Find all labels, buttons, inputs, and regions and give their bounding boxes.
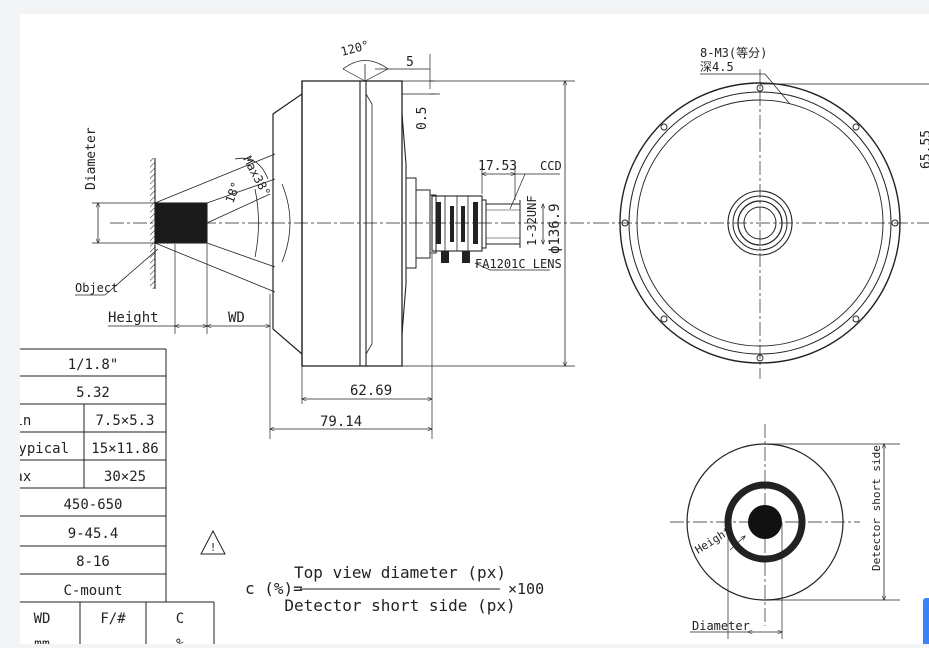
table-cell: 5.32 xyxy=(76,385,110,401)
table-cell: 7.5×5.3 xyxy=(95,413,154,429)
table-cell: C-mount xyxy=(63,583,122,599)
table-subheader: WD xyxy=(34,611,51,627)
formula-multiplier: ×100 xyxy=(508,580,544,598)
table-subheader: F/# xyxy=(100,611,126,627)
formula-denominator: Detector short side (px) xyxy=(284,596,515,615)
table-unit: % xyxy=(176,637,184,644)
detector-diameter-label: Diameter xyxy=(692,619,750,633)
thread-label: 1-32UNF xyxy=(525,195,539,246)
angle-max-label: Max38° xyxy=(240,154,273,199)
dia-136-9-label: ϕ136.9 xyxy=(547,203,563,254)
object-block xyxy=(155,203,207,243)
table-cell: 9-45.4 xyxy=(68,526,119,542)
light-housing xyxy=(302,81,402,366)
side-view xyxy=(75,54,595,439)
table-cell: Typical xyxy=(20,441,69,457)
table-cell: 30×25 xyxy=(104,469,146,485)
dim-62-69-label: 62.69 xyxy=(350,383,392,399)
technical-drawing: Diameter Object Height WD Max38° 18° 120… xyxy=(20,14,929,644)
table-cell: 450-650 xyxy=(63,497,122,513)
diameter-label: Diameter xyxy=(84,127,99,190)
screw-label: 8-M3(等分) xyxy=(700,46,767,60)
table-cell: 15×11.86 xyxy=(91,441,158,457)
table-subheader: C xyxy=(176,611,184,627)
wall-hatch xyxy=(150,158,155,289)
height-label: Height xyxy=(108,310,159,326)
dim-5-label: 5 xyxy=(406,55,414,70)
depth-label: 深4.5 xyxy=(700,60,734,74)
table-cell: 8-16 xyxy=(76,554,110,570)
dim-0-5-label: 0.5 xyxy=(415,107,430,130)
detector-height-label: Height xyxy=(693,524,734,556)
angle-18-label: 18° xyxy=(223,180,244,205)
table-cell: Max xyxy=(20,469,31,485)
table-cell: 1/1.8" xyxy=(68,357,119,373)
drawing-sheet: Diameter Object Height WD Max38° 18° 120… xyxy=(20,14,929,644)
detector-core xyxy=(748,505,782,539)
table-cell: Min xyxy=(20,413,31,429)
object-label: Object xyxy=(75,281,118,295)
formula-numerator: Top view diameter (px) xyxy=(294,563,506,582)
angle-120-label: 120° xyxy=(339,38,371,59)
corner-widget[interactable] xyxy=(923,598,929,644)
warning-mark: ! xyxy=(210,541,217,554)
dim-79-14-label: 79.14 xyxy=(320,414,362,430)
dim-17-53-label: 17.53 xyxy=(478,159,517,174)
wd-label: WD xyxy=(228,310,245,326)
lens-body xyxy=(432,196,520,263)
ccd-label: CCD xyxy=(540,159,562,173)
dim-65-label: 65.55 xyxy=(919,130,929,169)
detector-view xyxy=(670,424,900,639)
front-view xyxy=(595,69,929,379)
lens-label: FA1201C LENS xyxy=(475,257,562,271)
light-cone-front xyxy=(273,94,302,354)
detector-side-label: Detector short side xyxy=(870,445,883,571)
table-unit: mm xyxy=(34,637,50,644)
